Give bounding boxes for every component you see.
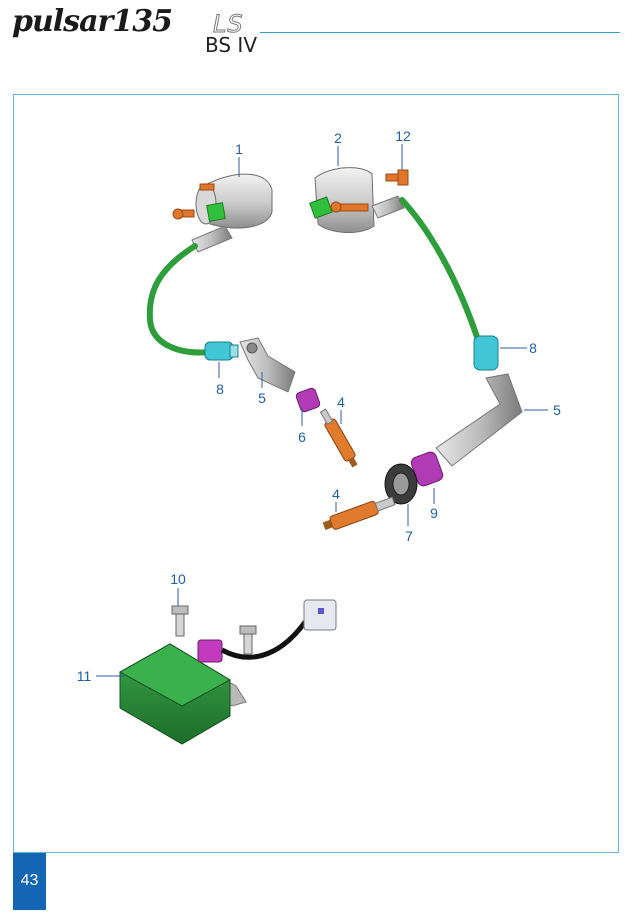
spark-plug-cap-left xyxy=(239,337,296,393)
lead-connector-left xyxy=(204,341,239,361)
callout-leaders xyxy=(96,144,548,677)
lead-connector-right xyxy=(473,335,499,371)
page-header: pulsar135 LS BS IV xyxy=(0,0,633,60)
ht-lead-right xyxy=(399,197,481,343)
emission-standard: BS IV xyxy=(205,33,258,57)
callout-8-right: 8 xyxy=(529,340,537,356)
diagram-frame xyxy=(13,94,619,853)
ht-lead-left xyxy=(146,243,215,356)
callout-4-upper: 4 xyxy=(337,394,345,410)
cdi-bolt-left xyxy=(171,605,189,637)
callout-1: 1 xyxy=(235,141,243,157)
page-number-badge: 43 xyxy=(13,853,46,910)
callout-6: 6 xyxy=(298,429,306,445)
spark-plug-upper xyxy=(319,408,358,468)
header-rule xyxy=(260,32,620,33)
callout-5-left: 5 xyxy=(258,390,266,406)
callout-10: 10 xyxy=(170,571,186,587)
callout-9: 9 xyxy=(430,505,438,521)
cdi-bolt-right xyxy=(239,625,257,655)
callout-12: 12 xyxy=(395,128,411,144)
callout-2: 2 xyxy=(334,130,342,146)
callout-11: 11 xyxy=(77,668,92,684)
coil-bolt xyxy=(385,169,409,186)
brand-logo: pulsar135 xyxy=(12,4,173,39)
rubber-boot xyxy=(295,387,321,413)
ignition-coil-right xyxy=(309,167,405,233)
callout-7: 7 xyxy=(405,528,413,544)
spark-plug-cap-right xyxy=(435,373,523,467)
callout-8-left: 8 xyxy=(216,381,224,397)
page-number: 43 xyxy=(20,872,39,889)
sealing-washer xyxy=(384,463,418,505)
ignition-coil-left xyxy=(172,173,273,253)
cdi-unit xyxy=(118,599,337,745)
brand-logo-suffix: LS xyxy=(213,10,244,39)
callout-4-lower: 4 xyxy=(332,486,340,502)
spark-plug-lower xyxy=(322,496,396,531)
callout-5-right: 5 xyxy=(553,402,561,418)
